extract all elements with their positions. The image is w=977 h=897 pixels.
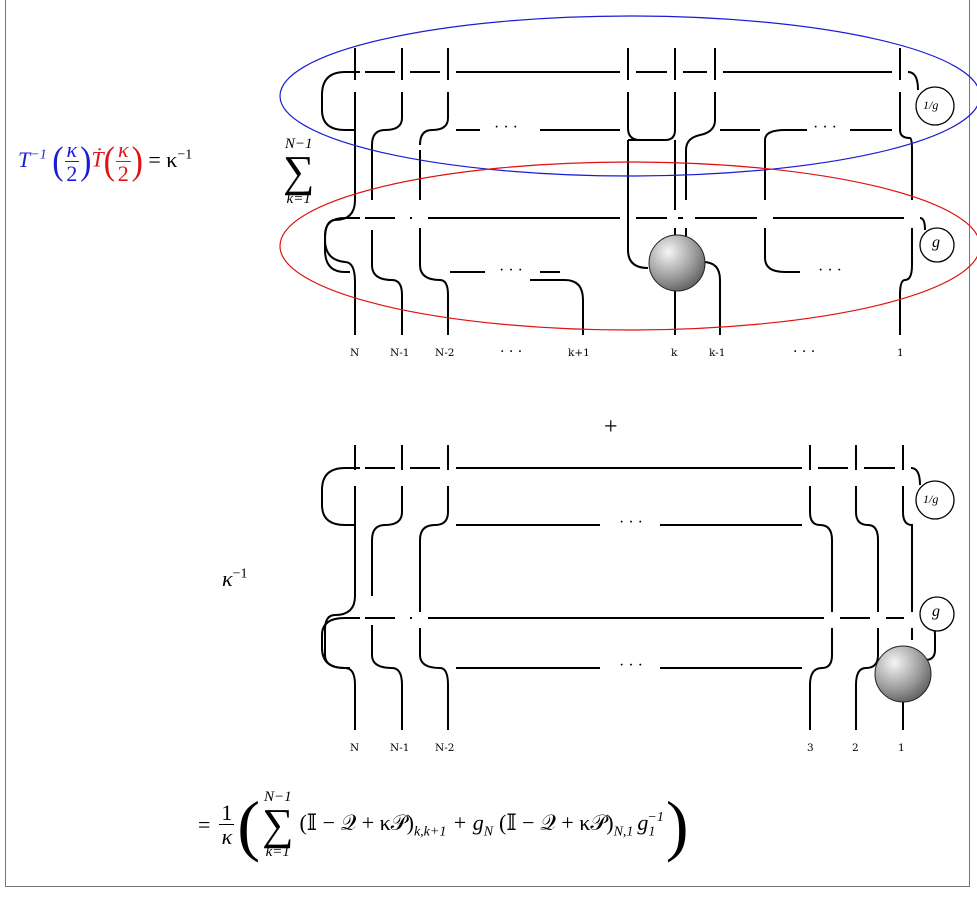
d1-label-7: · · · <box>793 344 816 360</box>
d2-node-top-1-over-g <box>915 480 955 520</box>
strand-right <box>764 129 807 273</box>
d2-strand-N-2 <box>419 445 449 730</box>
ellipsis-1b: · · · <box>813 119 837 136</box>
lhs-sum: N−1 ∑ k=1 <box>283 136 315 207</box>
d2-label-0: N <box>350 742 360 754</box>
term-2: (𝕀 − 𝒬 + κ𝒫)N,1 <box>499 809 634 839</box>
d1-label-0: N <box>350 347 360 359</box>
d2-label-1: N-1 <box>390 742 410 754</box>
top-ellipse <box>279 15 977 177</box>
d2-ellipsis-b: · · · <box>619 657 643 674</box>
d2-strand-3 <box>809 445 833 730</box>
t-inverse: T−1 <box>18 146 47 172</box>
g-1-inverse: g1−1 <box>637 809 664 839</box>
d2-top-loop <box>321 467 921 526</box>
d2-strand-2 <box>855 445 879 730</box>
strand-k+1 <box>419 150 584 335</box>
bottom-loop <box>324 217 926 273</box>
strand-1 <box>899 48 913 335</box>
g-N: + gN <box>452 809 494 839</box>
equals-kappa: = κ−1 <box>148 146 193 172</box>
ellipsis-1a: · · · <box>494 119 518 136</box>
diagram-1 <box>279 15 977 335</box>
d2-label-3: 3 <box>807 742 814 754</box>
diagram-2 <box>321 445 955 730</box>
d1-label-2: N-2 <box>435 347 455 359</box>
d1-label-5: k <box>671 347 678 359</box>
d2-node-bottom-label: g <box>932 603 940 620</box>
node-bottom-g <box>919 227 955 263</box>
node-top-1-over-g <box>915 86 955 126</box>
d2-bottom-loop <box>321 617 936 669</box>
strand-N-1 <box>371 48 403 335</box>
d1-label-3: · · · <box>500 344 523 360</box>
d2-strand-N <box>324 445 356 730</box>
strand-k-1 <box>685 48 721 335</box>
d2-strand-1 <box>902 445 913 730</box>
strand-N <box>323 48 356 335</box>
bottom-ellipse <box>279 161 977 331</box>
d2-node-top-label: 1/g <box>923 492 939 506</box>
node-top-label: 1/g <box>923 98 939 112</box>
node-bottom-label: g <box>932 234 940 251</box>
result-sum: N−1 ∑ k=1 <box>262 789 294 860</box>
term-1: (𝕀 − 𝒬 + κ𝒫)k,k+1 <box>299 809 447 839</box>
strand-mid <box>640 48 676 245</box>
sigma-symbol: ∑ <box>283 147 315 196</box>
strand-N-2 <box>419 48 449 335</box>
figure-frame <box>5 0 970 887</box>
d2-label-5: 1 <box>898 742 905 754</box>
ellipsis-1c: · · · <box>499 262 523 279</box>
d2-ellipsis-a: · · · <box>619 514 643 531</box>
plus-sign: + <box>604 414 618 440</box>
d1-label-1: N-1 <box>390 347 410 359</box>
d2-prefactor: κ−1 <box>222 566 248 591</box>
t-dot: Ṫ <box>91 146 104 172</box>
d2-shaded-ball <box>874 645 932 703</box>
d2-strand-N-1 <box>371 445 403 730</box>
top-loop <box>321 71 919 131</box>
d1-label-4: k+1 <box>568 347 590 359</box>
d2-label-4: 2 <box>852 742 859 754</box>
d1-label-6: k-1 <box>709 347 726 359</box>
d2-node-bottom-g <box>919 596 955 632</box>
d1-label-8: 1 <box>897 347 904 359</box>
shaded-ball <box>648 234 706 292</box>
strand-k <box>627 48 676 335</box>
paren-open: ( <box>52 139 64 183</box>
d2-label-2: N-2 <box>435 742 455 754</box>
ellipsis-1d: · · · <box>818 262 842 279</box>
